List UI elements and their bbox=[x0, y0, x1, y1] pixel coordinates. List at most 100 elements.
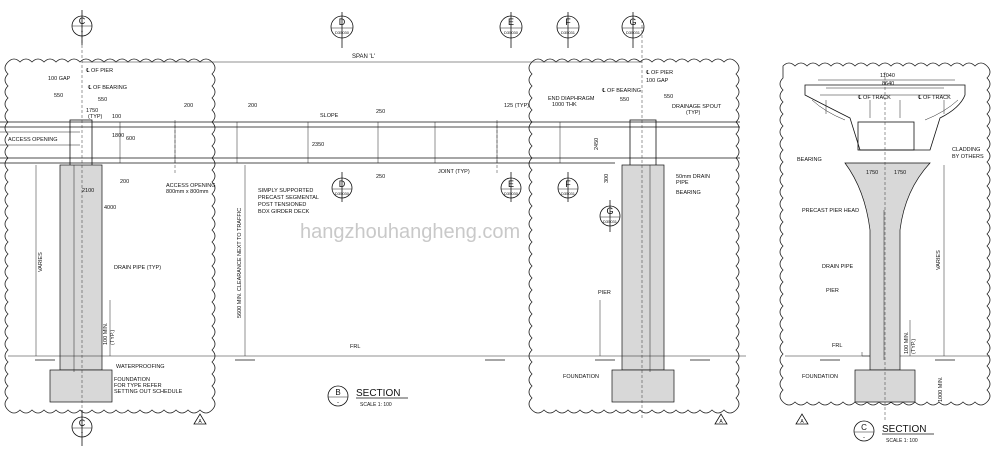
typ-label: (TYP.) bbox=[911, 339, 917, 354]
dim-label: 1800 bbox=[112, 133, 124, 139]
section-ref: - bbox=[863, 435, 865, 441]
marker-letter: E bbox=[508, 17, 514, 27]
note-text: SIMPLY SUPPORTED bbox=[258, 188, 313, 194]
note-text: POST TENSIONED bbox=[258, 202, 306, 208]
ground-line bbox=[8, 355, 990, 361]
note-text: BOX GIRDER DECK bbox=[258, 209, 310, 215]
dim-label: 550 bbox=[54, 93, 63, 99]
left-pier bbox=[49, 20, 113, 430]
marker-d-top: D D35030 bbox=[330, 12, 354, 48]
marker-c-top: C - bbox=[71, 10, 93, 45]
marker-ref: D35030 bbox=[335, 191, 350, 196]
access-opening-label: ACCESS OPENING bbox=[8, 137, 58, 143]
mid-pier bbox=[611, 20, 675, 418]
dim-label: 250 bbox=[376, 109, 385, 115]
gap-label: 100 GAP bbox=[646, 78, 669, 84]
dim-label: 4000 bbox=[104, 205, 116, 211]
note-text: PRECAST SEGMENTAL bbox=[258, 195, 319, 201]
varies-label: VARIES bbox=[936, 250, 942, 270]
section-scale: SCALE 1: 100 bbox=[886, 438, 918, 444]
section-b-title: B - SECTION SCALE 1: 100 bbox=[327, 385, 408, 408]
section-ref: - bbox=[337, 400, 339, 406]
left-view-labels: SPAN 'L' ℄ OF PIER 100 GAP ℄ OF BEARING … bbox=[8, 54, 722, 395]
marker-ref: D35031 bbox=[626, 30, 641, 35]
dim-label: 550 bbox=[620, 97, 629, 103]
dim-label: 550 bbox=[98, 97, 107, 103]
cl-bearing-label: ℄ OF BEARING bbox=[87, 85, 127, 91]
drainage-spout-label: (TYP) bbox=[686, 110, 701, 116]
dim-label: 2450 bbox=[594, 138, 600, 150]
foundation-label: FOUNDATION bbox=[802, 374, 838, 380]
marker-letter: F bbox=[565, 17, 571, 27]
dim-label: 1750 bbox=[866, 170, 878, 176]
marker-letter: F bbox=[565, 179, 571, 189]
marker-ref: D35031 bbox=[561, 30, 576, 35]
cladding-label: BY OTHERS bbox=[952, 154, 984, 160]
section-scale: SCALE 1: 100 bbox=[360, 402, 392, 408]
marker-f-mid: F D35031 bbox=[557, 172, 579, 202]
cl-track-label: ℄ OF TRACK bbox=[917, 95, 951, 101]
marker-ref: D35031 bbox=[603, 219, 618, 224]
right-view-labels: 11040 8640 ℄ OF TRACK ℄ OF TRACK BEARING… bbox=[797, 73, 984, 402]
drain-pipe-label: DRAIN PIPE (TYP) bbox=[114, 265, 161, 271]
pier-label: PIER bbox=[826, 288, 839, 294]
box-girder-deck bbox=[0, 119, 740, 175]
dim-label: 300 bbox=[604, 174, 610, 183]
marker-f-top: F D35031 bbox=[556, 12, 580, 48]
section-title: SECTION bbox=[882, 424, 926, 435]
clearance-label: 5600 MIN. CLEARANCE NEXT TO TRAFFIC bbox=[237, 208, 243, 318]
pier-label: PIER bbox=[598, 290, 611, 296]
revision-triangles: A A A bbox=[193, 413, 809, 425]
joint-label: JOINT (TYP) bbox=[438, 169, 470, 175]
dim-label: 125 (TYP) bbox=[504, 103, 529, 109]
dim-label: 1750 bbox=[894, 170, 906, 176]
cl-pier-label: ℄ OF PIER bbox=[645, 70, 673, 76]
marker-letter: G bbox=[606, 206, 613, 216]
marker-e-top: E D35030 bbox=[499, 12, 523, 48]
gap-label: 100 GAP bbox=[48, 76, 71, 82]
dim-label: 100 bbox=[112, 114, 121, 120]
min-label: 1000 MIN. bbox=[938, 376, 944, 402]
triangle-label: A bbox=[719, 419, 723, 425]
marker-ref: D35030 bbox=[504, 30, 519, 35]
section-letter: C bbox=[861, 423, 867, 432]
slope-label: SLOPE bbox=[320, 113, 339, 119]
marker-g-top: G D35031 bbox=[621, 12, 645, 48]
precast-head-label: PRECAST PIER HEAD bbox=[802, 208, 859, 214]
marker-letter: E bbox=[508, 179, 514, 189]
revision-cloud-left bbox=[4, 58, 216, 414]
triangle-label: A bbox=[800, 419, 804, 425]
note-text: ACCESS OPENING bbox=[166, 183, 216, 189]
min-label: 100 MIN. bbox=[103, 322, 109, 345]
cladding-label: CLADDING bbox=[952, 147, 980, 153]
marker-letter: D bbox=[339, 179, 346, 189]
end-diaphragm-label: END DIAPHRAGM bbox=[548, 96, 595, 102]
frl-label: FRL bbox=[350, 344, 360, 350]
dim-label: 2350 bbox=[312, 142, 324, 148]
dim-label: 600 bbox=[126, 136, 135, 142]
marker-letter: D bbox=[339, 17, 346, 27]
foundation-label: FOUNDATION bbox=[114, 377, 150, 383]
span-label: SPAN 'L' bbox=[352, 54, 375, 60]
bearing-label: BEARING bbox=[797, 157, 822, 163]
dim-label: 200 bbox=[248, 103, 257, 109]
cl-track-label: ℄ OF TRACK bbox=[857, 95, 891, 101]
watermark: hangzhouhangheng.com bbox=[300, 221, 520, 243]
marker-d-mid: D D35030 bbox=[331, 172, 353, 202]
dim-label: 11040 bbox=[880, 73, 895, 79]
section-title: SECTION bbox=[356, 388, 400, 399]
waterproofing-label: WATERPROOFING bbox=[116, 364, 165, 370]
dim-label: 200 bbox=[184, 103, 193, 109]
min-label: 100 MIN. bbox=[904, 331, 910, 354]
marker-letter: C bbox=[79, 418, 86, 428]
revision-cloud-mid bbox=[528, 58, 740, 414]
section-c-title: C - SECTION SCALE 1: 100 bbox=[853, 420, 934, 444]
foundation-label: FOUNDATION bbox=[563, 374, 599, 380]
dim-label: 550 bbox=[664, 94, 673, 100]
varies-label: VARIES bbox=[38, 252, 44, 272]
dim-label: 1750 bbox=[86, 108, 98, 114]
foundation-label: FOR TYPE REFER bbox=[114, 383, 162, 389]
marker-ref: D35030 bbox=[504, 191, 519, 196]
